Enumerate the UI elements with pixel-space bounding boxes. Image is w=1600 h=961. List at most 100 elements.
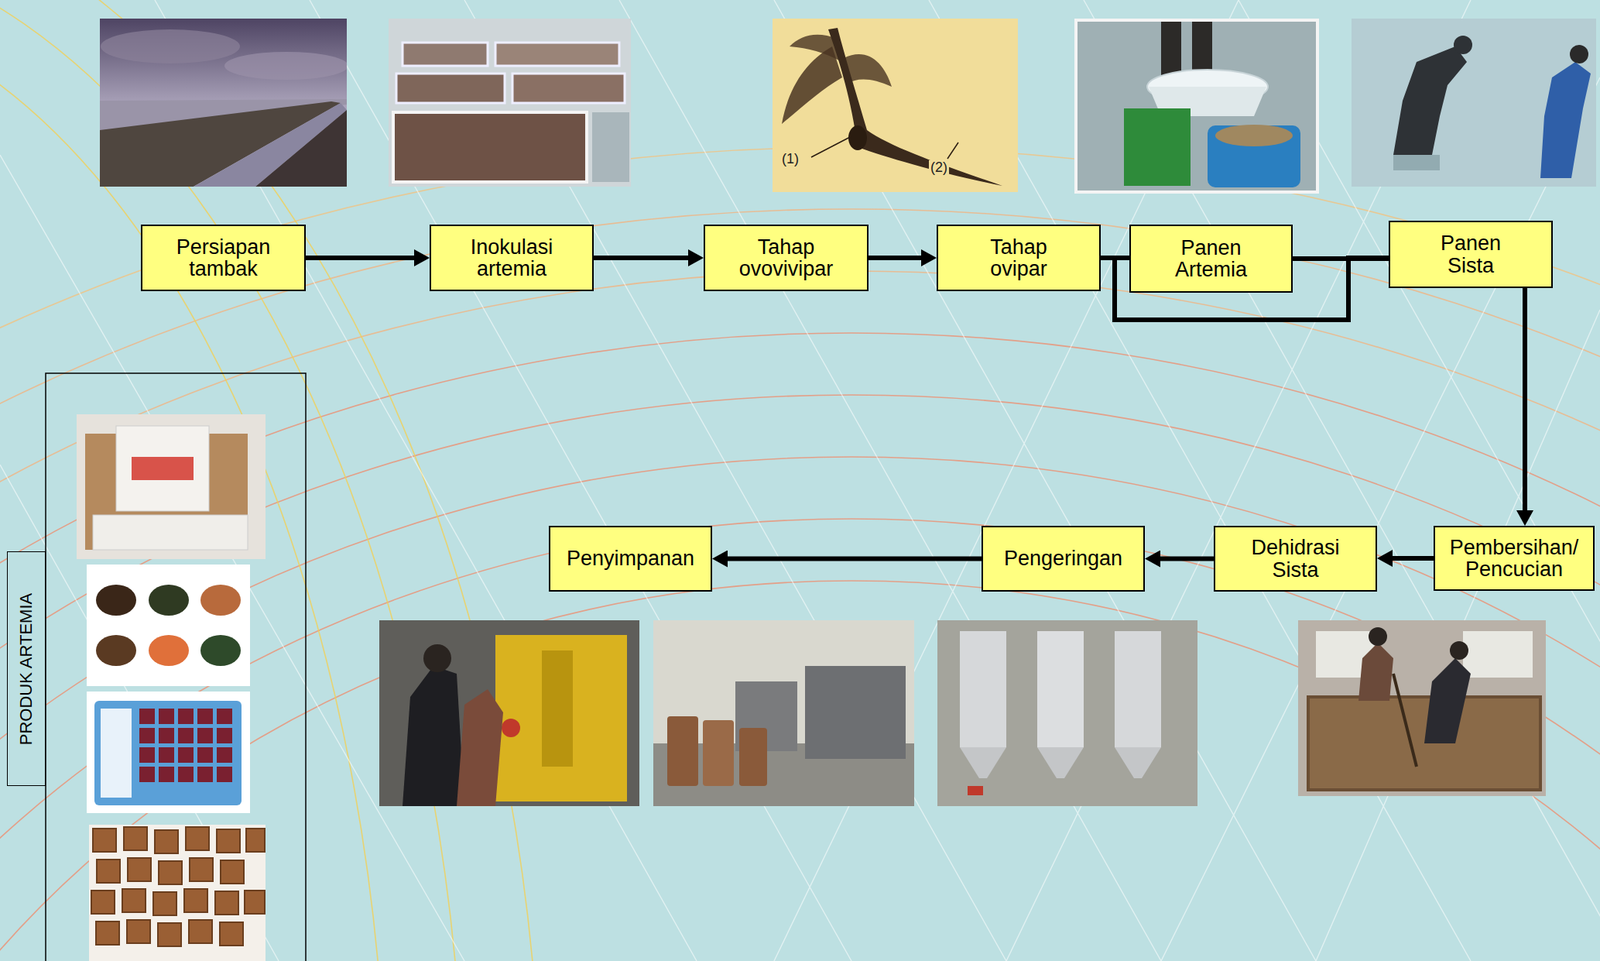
step-label: Penyimpanan [566,547,695,569]
pond [495,42,620,66]
water [592,112,630,182]
pond-photo [99,18,347,187]
egg-sac [848,125,867,151]
channel [193,102,347,187]
collection-photo [1351,18,1597,187]
process-box: Pembersihan/ Pencucian [1433,525,1595,591]
artemia-body [828,27,1003,186]
photo-ground [76,414,266,559]
flow-arrow [868,255,922,261]
drum [702,719,734,786]
frozen-cube [197,708,213,724]
frozen-cube [158,746,175,763]
person [1569,44,1589,64]
step-label: Inokulasi artemia [470,236,554,281]
blue-bucket [1207,125,1301,188]
artemia-limb [781,46,843,124]
silo [1114,746,1162,778]
worker [423,644,452,672]
frozen-cube [178,766,194,782]
worker [456,688,504,806]
machine [495,634,627,802]
product-sample [200,634,241,666]
leg [1161,21,1182,76]
bag [92,514,248,550]
tray-label [100,708,132,798]
background-curve [0,332,1600,961]
green-bucket [1123,108,1191,186]
silo [1037,630,1084,747]
frozen-cube [197,727,213,744]
worker [1424,657,1471,744]
frozen-cube [139,727,155,744]
photo-ground [89,824,266,961]
machine [541,650,573,767]
process-box: Panen Sista [1388,220,1553,288]
machine-part [967,785,984,795]
frozen-cube [216,727,233,744]
photo-ground [86,564,251,686]
process-box: Penyimpanan [548,525,713,592]
product-frozen-photo [86,691,251,813]
flow-arrow [727,556,982,562]
cleaning-photo [1298,620,1546,796]
frozen-cube [197,766,213,782]
frozen-cube [216,708,233,724]
cysts [1215,124,1293,147]
frozen-cube [139,708,155,724]
pond [402,42,488,66]
salt-pond-photo [388,18,631,187]
frozen-cube [216,766,233,782]
process-box: Tahap ovovivipar [703,224,869,292]
frozen-cube [178,746,194,763]
product-sample [148,634,189,666]
person [1453,35,1473,55]
pond [393,112,587,182]
background-curve [0,518,1600,961]
flow-arrow [1392,555,1434,561]
step-label: Tahap ovovivipar [739,236,834,281]
water [1077,21,1316,191]
window [1462,630,1533,678]
frozen-cube [158,708,175,724]
silo [1114,630,1162,747]
pond [396,73,505,103]
step-label: Pembersihan/ Pencucian [1449,536,1580,581]
step-label: Tahap ovipar [990,236,1048,281]
product-cubes-photo [89,824,266,961]
tool [1393,673,1417,767]
worker [402,665,465,806]
product-frame [45,373,306,961]
frozen-cube [178,727,194,744]
step-label: Persiapan tambak [176,236,271,281]
photo-ground [1298,620,1546,796]
background-curve [0,147,1600,961]
packing-photo [379,620,640,806]
frozen-cube [178,708,194,724]
frozen-cube [158,766,175,782]
photo-ground [379,620,640,806]
step-label: Panen Sista [1440,232,1501,277]
step-label: Pengeringan [1003,547,1123,569]
photo-ground [653,620,915,806]
step-label: Dehidrasi Sista [1250,536,1340,581]
flow-arrow [1160,556,1214,562]
photo-frame [1074,18,1320,194]
worker [1449,640,1469,660]
process-box: Pengeringan [981,525,1145,592]
blister-tray [94,700,242,806]
photo-ground [937,620,1198,806]
warehouse-photo [653,620,915,806]
dike [255,109,347,187]
frozen-cubes [139,708,233,782]
process-box: Tahap ovipar [936,224,1101,292]
silo [959,746,1007,778]
frozen-cube [139,746,155,763]
flow-arrow [305,255,415,261]
flow-arrow [1522,287,1528,511]
person [1540,61,1591,179]
flow-arrow [593,255,689,261]
